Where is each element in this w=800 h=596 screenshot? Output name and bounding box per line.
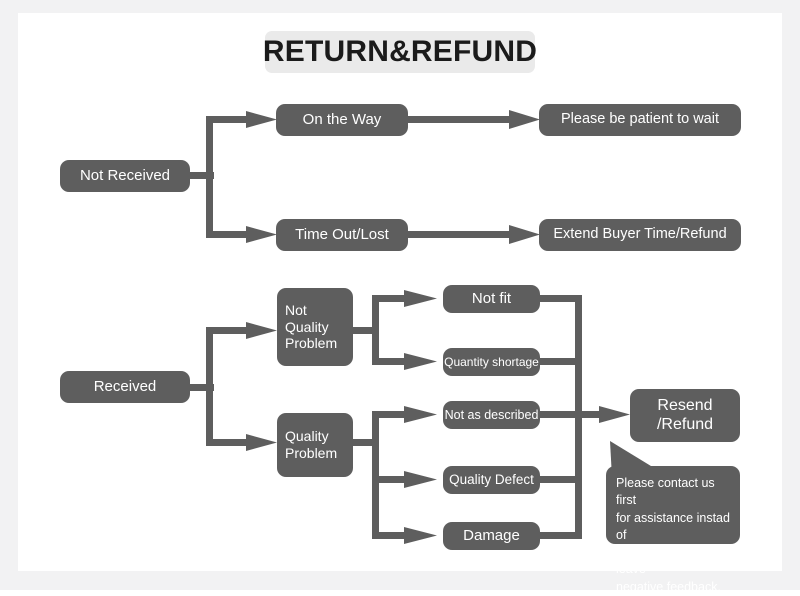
arrow-to-resend-refund <box>599 406 630 423</box>
node-quality-defect[interactable]: Quality Defect <box>443 466 540 494</box>
node-damage-label: Damage <box>463 527 520 545</box>
edge-not-received-stub <box>188 172 214 179</box>
edge-quantity-shortage-to-merge <box>538 358 578 365</box>
node-resend-refund-label: Resend /Refund <box>656 396 714 433</box>
node-extend-buyer-time-refund-label: Extend Buyer Time/Refund <box>553 226 727 243</box>
callout-text: Please contact us first for assistance i… <box>616 476 730 594</box>
arrow-to-damage <box>404 527 437 544</box>
node-extend-buyer-time-refund[interactable]: Extend Buyer Time/Refund <box>539 219 741 251</box>
node-time-out-lost[interactable]: Time Out/Lost <box>276 219 408 251</box>
edge-received-to-not-quality-line <box>206 327 248 334</box>
edge-merge-to-resend-line <box>575 411 601 418</box>
edge-quality-to-quality-defect-line <box>372 476 406 483</box>
edge-not-quality-trunk <box>372 295 379 365</box>
node-not-quality-problem-label: Not Quality Problem <box>285 302 338 352</box>
node-received-label: Received <box>93 378 157 396</box>
edge-not-quality-to-not-fit-line <box>372 295 406 302</box>
node-quality-problem-label: Quality Problem <box>285 428 338 461</box>
edge-received-trunk <box>206 327 213 446</box>
edge-not-as-described-to-merge <box>538 411 578 418</box>
edge-not-received-to-time-out-line <box>206 231 248 238</box>
page-title: RETURN&REFUND <box>262 35 538 68</box>
edge-quality-trunk <box>372 411 379 539</box>
edge-not-received-to-on-the-way-line <box>206 116 248 123</box>
edge-not-fit-to-merge <box>538 295 578 302</box>
node-please-be-patient-to-wait[interactable]: Please be patient to wait <box>539 104 741 136</box>
node-not-fit[interactable]: Not fit <box>443 285 540 313</box>
edge-on-the-way-to-please-wait-line <box>406 116 511 123</box>
node-quality-problem[interactable]: Quality Problem <box>277 413 353 477</box>
node-on-the-way-label: On the Way <box>302 111 382 129</box>
edge-received-stub <box>188 384 214 391</box>
arrow-to-quality-defect <box>404 471 437 488</box>
arrow-to-not-fit <box>404 290 437 307</box>
title-plate: RETURN&REFUND <box>262 31 538 73</box>
edge-quality-to-not-as-described-line <box>372 411 406 418</box>
edge-not-quality-stub <box>352 327 378 334</box>
callout-bubble: Please contact us first for assistance i… <box>606 466 740 594</box>
arrow-to-quality-problem <box>246 434 277 451</box>
node-not-quality-problem[interactable]: Not Quality Problem <box>277 288 353 366</box>
arrow-to-not-as-described <box>404 406 437 423</box>
node-damage[interactable]: Damage <box>443 522 540 550</box>
node-quantity-shortage[interactable]: Quantity shortage <box>443 348 540 376</box>
node-please-be-patient-to-wait-label: Please be patient to wait <box>561 111 719 128</box>
arrow-to-not-quality-problem <box>246 322 277 339</box>
node-not-fit-label: Not fit <box>471 290 512 308</box>
node-not-as-described[interactable]: Not as described <box>443 401 540 429</box>
arrow-to-quantity-shortage <box>404 353 437 370</box>
edge-quality-defect-to-merge <box>538 476 578 483</box>
edge-time-out-to-extend-buyer-line <box>406 231 511 238</box>
node-time-out-lost-label: Time Out/Lost <box>295 226 389 244</box>
node-not-as-described-label: Not as described <box>444 407 539 422</box>
node-quality-defect-label: Quality Defect <box>449 472 534 488</box>
node-not-received[interactable]: Not Received <box>60 160 190 192</box>
node-on-the-way[interactable]: On the Way <box>276 104 408 136</box>
arrow-to-time-out-lost <box>246 226 277 243</box>
node-quantity-shortage-label: Quantity shortage <box>444 354 539 369</box>
node-resend-refund[interactable]: Resend /Refund <box>630 389 740 442</box>
edge-quality-to-damage-line <box>372 532 406 539</box>
node-received[interactable]: Received <box>60 371 190 403</box>
arrow-to-extend-buyer <box>509 225 540 244</box>
arrow-to-on-the-way <box>246 111 277 128</box>
edge-damage-to-merge <box>538 532 578 539</box>
edge-received-to-quality-line <box>206 439 248 446</box>
edge-not-received-trunk <box>206 116 213 238</box>
node-not-received-label: Not Received <box>79 167 171 185</box>
edge-quality-stub <box>352 439 378 446</box>
edge-not-quality-to-quantity-line <box>372 358 406 365</box>
arrow-to-please-wait <box>509 110 540 129</box>
